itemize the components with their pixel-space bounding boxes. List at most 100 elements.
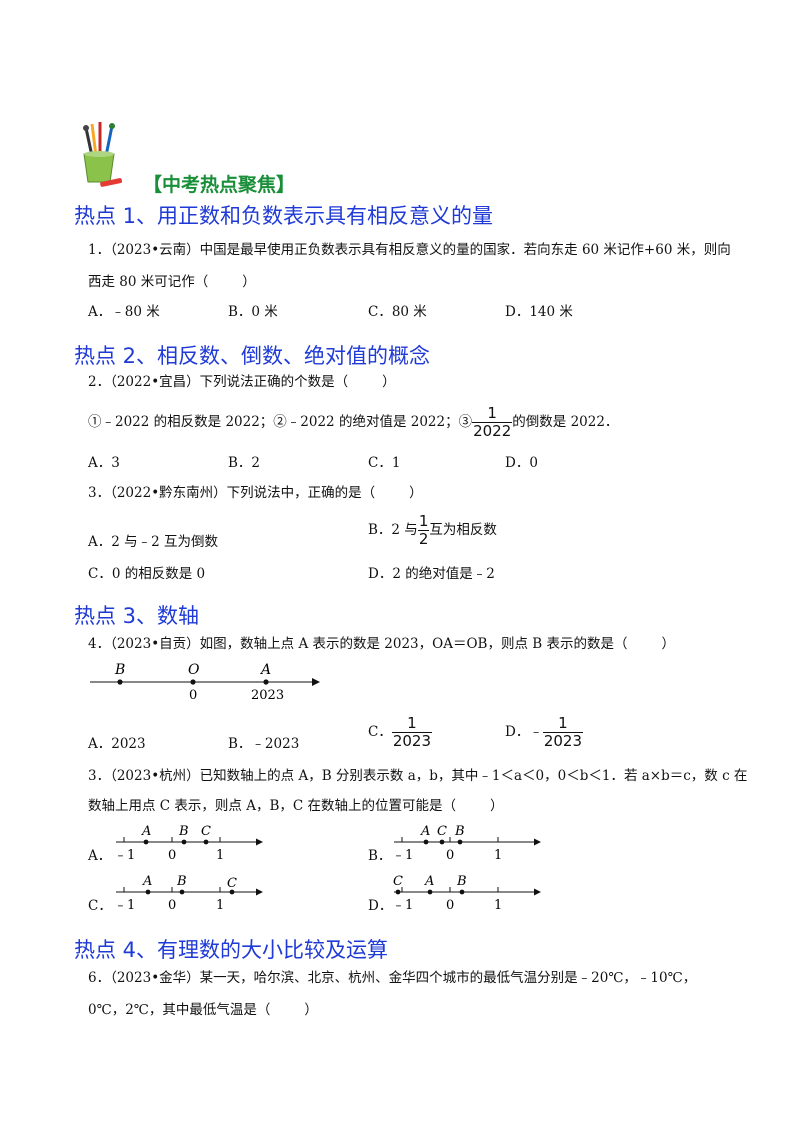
q4-number-line: B O A 0 2023 xyxy=(88,656,328,706)
q5-option-c-letter: C． xyxy=(88,898,112,914)
q5c-tick-neg1: ﹣1 xyxy=(114,898,135,913)
q4-c-frac-den: 2023 xyxy=(391,732,433,750)
q5b-point-c: C xyxy=(437,824,447,839)
q5-option-a-letter: A． xyxy=(88,848,112,864)
q5-option-c-line: A B C ﹣1 0 1 xyxy=(110,868,270,916)
q3a-stem: 3．（2022•黔东南州）下列说法中，正确的是（ ） xyxy=(88,483,423,503)
q5-option-a-line: A B C ﹣1 0 1 xyxy=(110,818,270,866)
q4-option-c-pre: C． xyxy=(368,724,392,740)
q2-option-b: B．2 xyxy=(228,455,261,471)
q6-line2-text: 0℃，2℃，其中最低气温是（ xyxy=(88,1002,271,1018)
q2-stem: 2．（2022•宜昌）下列说法正确的个数是（ ） xyxy=(88,372,396,392)
q5-line2: 数轴上用点 C 表示，则点 A，B，C 在数轴上的位置可能是（ ） xyxy=(88,796,504,816)
q5d-point-c: C xyxy=(393,874,403,889)
section-4-title: 热点 4、有理数的大小比较及运算 xyxy=(74,938,389,962)
q5-option-b-letter: B． xyxy=(368,848,392,864)
q5c-tick-0: 0 xyxy=(168,898,176,913)
q2-frac-num: 1 xyxy=(487,404,497,422)
q5c-tick-1: 1 xyxy=(216,898,224,913)
q5d-point-a: A xyxy=(424,874,434,889)
q2-option-c: C．1 xyxy=(368,455,401,471)
q1-option-c: C．80 米 xyxy=(368,304,427,320)
q5a-point-a: A xyxy=(141,824,151,839)
q4-point-a-label: A xyxy=(259,662,271,678)
q1-line2: 西走 80 米可记作（ ） xyxy=(88,272,256,292)
q2-option-a: A．3 xyxy=(88,455,120,471)
q4-tick-2023: 2023 xyxy=(251,688,284,703)
q3a-option-b-pre: B．2 与 xyxy=(368,522,418,538)
q5a-tick-neg1: ﹣1 xyxy=(114,848,135,863)
q5-paren-close: ） xyxy=(490,798,504,814)
q2-paren-close: ） xyxy=(382,374,396,390)
q5c-point-b: B xyxy=(176,874,187,889)
q5-option-b-line: A C B ﹣1 0 1 xyxy=(388,818,548,866)
q5b-point-b: B xyxy=(454,824,465,839)
pen-holder-icon xyxy=(70,118,128,190)
q4-option-d-pre: D．﹣ xyxy=(505,724,543,740)
q5c-point-c: C xyxy=(227,876,237,891)
q2-stem-text: 2．（2022•宜昌）下列说法正确的个数是（ xyxy=(88,374,349,390)
q4-option-a: A．2023 xyxy=(88,736,146,752)
q2-option-d: D．0 xyxy=(505,455,538,471)
section-2-title: 热点 2、相反数、倒数、绝对值的概念 xyxy=(74,344,431,368)
q4-point-o-label: O xyxy=(188,662,200,678)
q5-option-d-letter: D． xyxy=(368,898,393,914)
q1-option-d: D．140 米 xyxy=(505,304,573,320)
q3a-option-b-post: 互为相反数 xyxy=(429,522,497,538)
q2-part1: ①﹣2022 的相反数是 2022；②﹣2022 的绝对值是 2022；③ xyxy=(88,414,473,430)
q5-line2-text: 数轴上用点 C 表示，则点 A，B，C 在数轴上的位置可能是（ xyxy=(88,798,456,814)
q1-option-b: B．0 米 xyxy=(228,304,278,320)
q5b-tick-0: 0 xyxy=(446,848,454,863)
q1-line1: 1．（2023•云南）中国是最早使用正负数表示具有相反意义的量的国家．若向东走 … xyxy=(88,242,731,258)
q2-frac-den: 2022 xyxy=(472,422,513,440)
q4-stem-text: 4．（2023•自贡）如图，数轴上点 A 表示的数是 2023，OA＝OB，则点… xyxy=(88,636,628,652)
section-1-title: 热点 1、用正数和负数表示具有相反意义的量 xyxy=(74,204,494,228)
q3a-option-d: D．2 的绝对值是﹣2 xyxy=(368,566,495,582)
q4-stem: 4．（2023•自贡）如图，数轴上点 A 表示的数是 2023，OA＝OB，则点… xyxy=(88,634,675,654)
q5a-tick-0: 0 xyxy=(168,848,176,863)
q5d-tick-neg1: ﹣1 xyxy=(392,898,413,913)
q6-line2: 0℃，2℃，其中最低气温是（ ） xyxy=(88,1000,318,1020)
q5d-tick-0: 0 xyxy=(446,898,454,913)
q5b-point-a: A xyxy=(420,824,430,839)
q2-part2: 的倒数是 2022． xyxy=(512,414,619,430)
q5d-point-b: B xyxy=(456,874,467,889)
q3a-frac-den: 2 xyxy=(417,530,430,548)
q3a-paren-close: ） xyxy=(409,485,423,501)
q4-c-frac-num: 1 xyxy=(407,714,417,732)
q4-d-frac-den: 2023 xyxy=(542,732,584,750)
section-3-title: 热点 3、数轴 xyxy=(74,604,200,628)
q5b-tick-neg1: ﹣1 xyxy=(392,848,413,863)
q1-option-a: A．﹣80 米 xyxy=(88,304,160,320)
q5c-point-a: A xyxy=(142,874,152,889)
q4-d-frac-num: 1 xyxy=(558,714,568,732)
q4-option-b: B．﹣2023 xyxy=(228,736,300,752)
q5a-point-b: B xyxy=(178,824,189,839)
q6-line1: 6．（2023•金华）某一天，哈尔滨、北京、杭州、金华四个城市的最低气温分别是﹣… xyxy=(88,970,697,986)
q3a-option-c: C．0 的相反数是 0 xyxy=(88,566,206,582)
q5d-tick-1: 1 xyxy=(494,898,502,913)
q4-tick-0: 0 xyxy=(189,688,197,703)
q5a-tick-1: 1 xyxy=(216,848,224,863)
q6-paren-close: ） xyxy=(304,1002,318,1018)
q5b-tick-1: 1 xyxy=(494,848,502,863)
q3a-stem-text: 3．（2022•黔东南州）下列说法中，正确的是（ xyxy=(88,485,376,501)
q4-paren-close: ） xyxy=(661,636,675,652)
q1-line2-text: 西走 80 米可记作（ xyxy=(88,274,209,290)
q5-option-d-line: C A B ﹣1 0 1 xyxy=(388,868,548,916)
q3a-frac-num: 1 xyxy=(418,512,429,530)
q1-paren-close: ） xyxy=(242,274,256,290)
q5-line1: 3．（2023•杭州）已知数轴上的点 A，B 分别表示数 a，b，其中﹣1＜a＜… xyxy=(88,768,748,784)
q3a-option-a: A．2 与﹣2 互为倒数 xyxy=(88,534,219,550)
q5a-point-c: C xyxy=(201,824,211,839)
banner-title: 【中考热点聚焦】 xyxy=(143,174,296,196)
q4-point-b-label: B xyxy=(114,662,125,678)
